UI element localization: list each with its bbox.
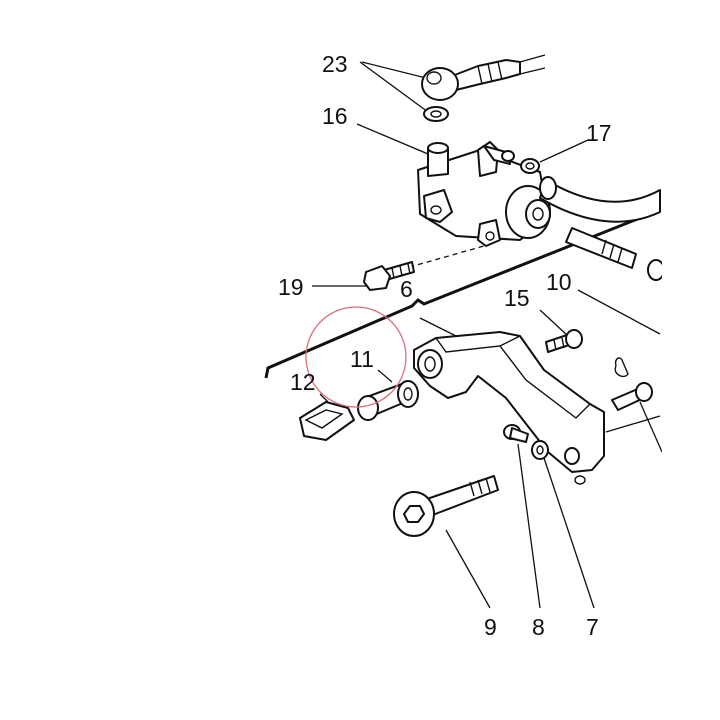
callout-9: 9 [484, 614, 497, 640]
part-17-clip [501, 150, 540, 174]
pivot-pin [605, 357, 661, 433]
push-rod [565, 227, 665, 281]
callout-23: 23 [322, 51, 348, 77]
part-9-shoulder-bolt [393, 475, 499, 537]
part-11-bushing [357, 380, 419, 421]
callout-19: 19 [278, 274, 304, 300]
part-8-screw [503, 424, 529, 443]
part-7-washer [531, 440, 549, 460]
group-bracket [264, 208, 661, 379]
part-23-hose-fitting [421, 54, 546, 122]
callout-17: 17 [586, 120, 612, 146]
part-6-pedal-bracket [413, 331, 605, 485]
part-12-pedal-pad [299, 401, 355, 441]
callout-16: 16 [322, 103, 348, 129]
callout-15: 15 [504, 285, 530, 311]
callout-6: 6 [400, 276, 413, 302]
right-edge-mask [662, 0, 720, 720]
leader-lines [312, 61, 663, 609]
callout-8: 8 [532, 614, 545, 640]
hose [539, 176, 661, 223]
callout-10: 10 [546, 269, 572, 295]
highlight-circle [305, 306, 407, 408]
part-15-screw [545, 329, 583, 353]
part-19-bolt [363, 261, 415, 291]
callout-11: 11 [350, 346, 374, 372]
part-16-master-cylinder [417, 141, 551, 247]
callout-7: 7 [586, 614, 599, 640]
callout-12: 12 [290, 369, 316, 395]
